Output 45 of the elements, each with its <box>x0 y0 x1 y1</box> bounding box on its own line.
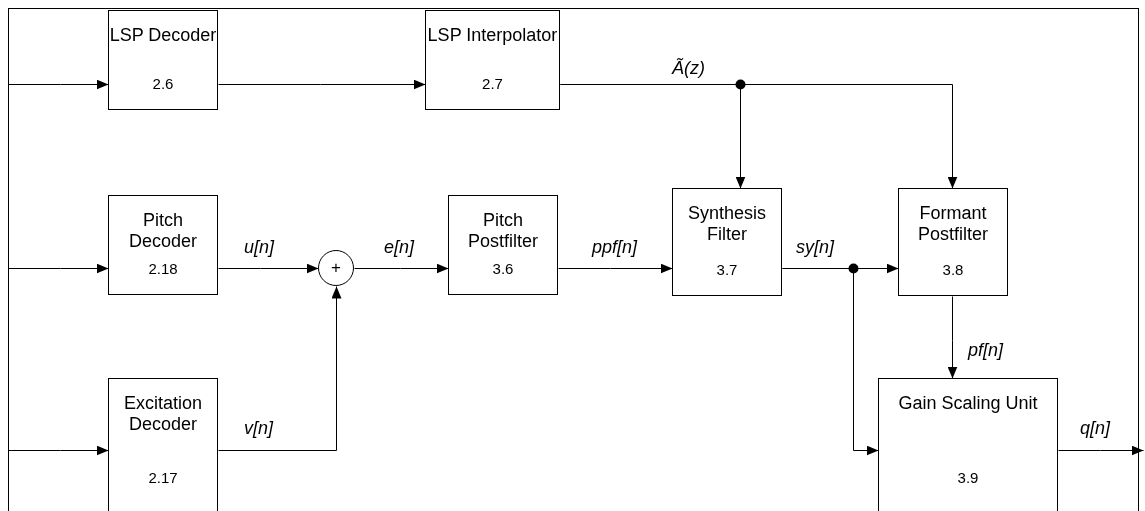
section-number: 3.7 <box>715 261 739 279</box>
section-number: 2.18 <box>147 260 179 278</box>
process-box <box>425 10 560 110</box>
connector-arrow <box>558 263 673 274</box>
block-title: Excitation Decoder <box>122 393 203 435</box>
signal-label: e[n] <box>384 237 415 257</box>
section-number: 3.8 <box>941 261 965 279</box>
section-number: 2.6 <box>151 75 175 93</box>
signal-label: Ã(z) <box>672 58 705 78</box>
signal-arrow <box>1058 445 1144 456</box>
process-box <box>108 195 218 295</box>
signal-label: u[n] <box>244 237 275 257</box>
connector-arrow <box>782 268 879 456</box>
process-box <box>448 195 558 295</box>
connector-arrow <box>218 286 342 451</box>
connector-arrow <box>218 79 426 90</box>
connector-arrow <box>947 296 958 379</box>
section-number: 2.17 <box>147 469 179 487</box>
process-box <box>672 188 782 296</box>
section-number: 2.7 <box>481 75 504 93</box>
block-title: Gain Scaling Unit <box>897 393 1039 414</box>
signal-arrow <box>8 263 109 274</box>
signal-arrow <box>8 79 109 90</box>
connector-arrow <box>218 263 319 274</box>
block-title: Pitch Postfilter <box>467 210 539 252</box>
summing-junction <box>318 250 354 286</box>
block-title: Synthesis Filter <box>686 203 767 245</box>
block-title: LSP Decoder <box>109 25 217 46</box>
signal-label: v[n] <box>244 418 273 438</box>
process-box <box>878 378 1058 511</box>
operator-symbol: + <box>330 259 342 277</box>
signal-label: ppf[n] <box>592 237 638 257</box>
signal-label: q[n] <box>1080 418 1111 438</box>
section-number: 3.9 <box>956 469 980 487</box>
section-number: 3.6 <box>491 260 515 278</box>
connector-arrow <box>354 263 449 274</box>
signal-label: sy[n] <box>796 237 834 257</box>
process-box <box>898 188 1008 296</box>
block-title: Pitch Decoder <box>127 210 198 252</box>
process-box <box>108 378 218 511</box>
block-title: LSP Interpolator <box>426 25 559 46</box>
block-title: Formant Postfilter <box>917 203 989 245</box>
signal-label: pf[n] <box>968 340 1004 360</box>
signal-arrow <box>8 445 109 456</box>
process-box <box>108 10 218 110</box>
